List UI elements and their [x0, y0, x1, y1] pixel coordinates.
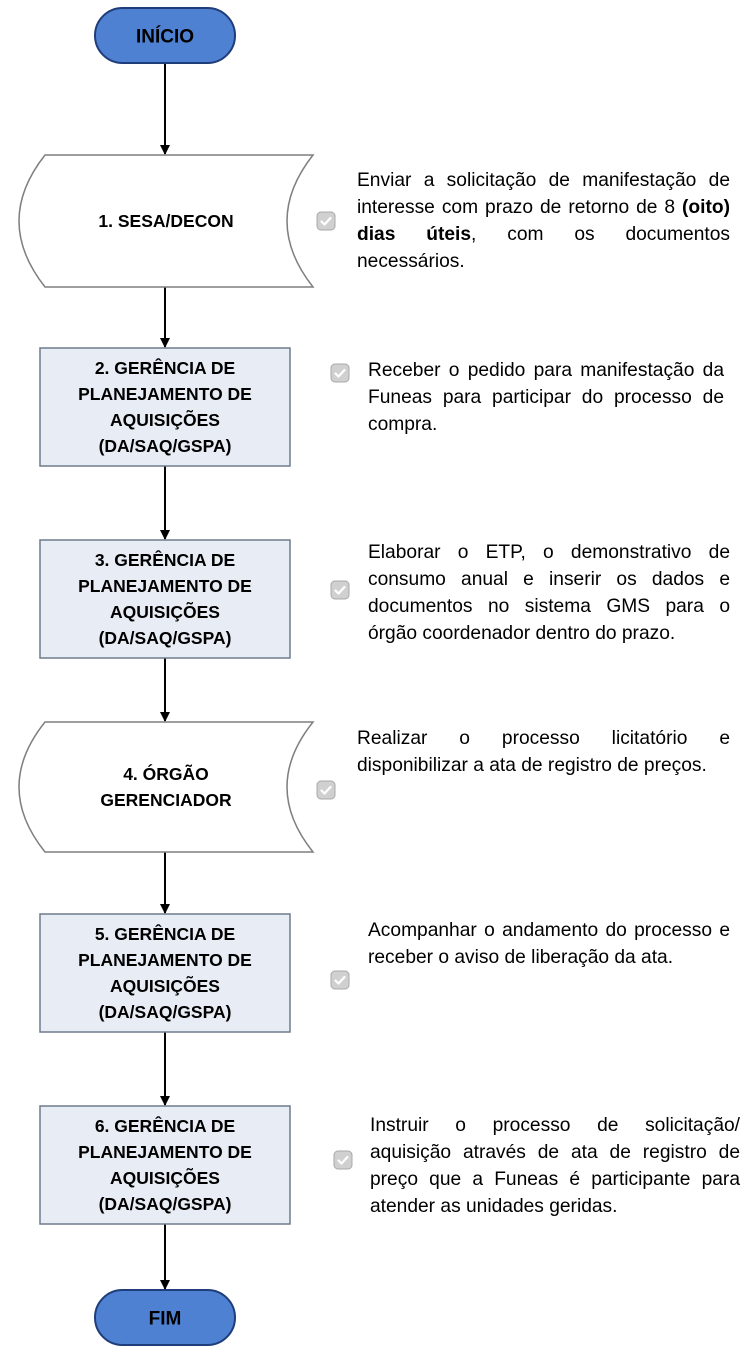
- checkbox-icon: [316, 780, 336, 800]
- step-label-line: PLANEJAMENTO DE: [78, 576, 252, 596]
- end-terminal-shape: [94, 1289, 236, 1346]
- step-3-label: 3. GERÊNCIA DE PLANEJAMENTO DE AQUISIÇÕES (…: [78, 549, 252, 648]
- step-label-line: (DA/SAQ/GSPA): [99, 1194, 232, 1214]
- checkbox-icon: [330, 970, 350, 990]
- step-label-line: 3. GERÊNCIA DE: [95, 549, 235, 570]
- step-2-description: Receber o pedido para manifestação da Fu…: [368, 360, 724, 435]
- step-2: 2. GERÊNCIA DE PLANEJAMENTO DE AQUISIÇÕES (…: [39, 347, 291, 467]
- step-3: 3. GERÊNCIA DE PLANEJAMENTO DE AQUISIÇÕES (…: [39, 539, 291, 659]
- start-terminal-shape: [94, 7, 236, 64]
- process-box: [39, 347, 291, 467]
- description-text: Enviar a solicitação de manifestação de …: [357, 170, 730, 218]
- step-label-line: (DA/SAQ/GSPA): [99, 628, 232, 648]
- process-box: [39, 539, 291, 659]
- step-5-description: Acompanhar o andamento do processo e rec…: [368, 920, 730, 968]
- end-terminal: FIM: [94, 1289, 236, 1346]
- step-label-line: (DA/SAQ/GSPA): [99, 436, 232, 456]
- step-label-line: PLANEJAMENTO DE: [78, 384, 252, 404]
- document-shape: [18, 154, 315, 288]
- start-terminal-label: INÍCIO: [136, 26, 194, 48]
- description-text: , com os documentos necessários.: [357, 224, 730, 272]
- description-emphasis: (oito) dias úteis: [357, 197, 730, 245]
- step-label-line: PLANEJAMENTO DE: [78, 1142, 252, 1162]
- step-1-description: Enviar a solicitação de manifestação de …: [357, 167, 730, 275]
- step-label-line: AQUISIÇÕES: [110, 409, 220, 430]
- step-5: 5. GERÊNCIA DE PLANEJAMENTO DE AQUISIÇÕES (…: [39, 913, 291, 1033]
- step-label-line: AQUISIÇÕES: [110, 601, 220, 622]
- step-1: 1. SESA/DECON: [18, 154, 315, 288]
- step-3-description: Elaborar o ETP, o demonstrativo de consu…: [368, 542, 730, 644]
- step-label-line: 1. SESA/DECON: [98, 211, 233, 231]
- step-label-line: 4. ÓRGÃO: [123, 763, 209, 784]
- process-box: [39, 1105, 291, 1225]
- checkbox-icon: [330, 363, 350, 383]
- start-terminal: INÍCIO: [94, 7, 236, 64]
- step-6: 6. GERÊNCIA DE PLANEJAMENTO DE AQUISIÇÕES (…: [39, 1105, 291, 1225]
- step-6-label: 6. GERÊNCIA DE PLANEJAMENTO DE AQUISIÇÕES (…: [78, 1115, 252, 1214]
- document-shape: [18, 721, 315, 853]
- step-label-line: AQUISIÇÕES: [110, 975, 220, 996]
- step-label-line: (DA/SAQ/GSPA): [99, 1002, 232, 1022]
- step-label-line: PLANEJAMENTO DE: [78, 950, 252, 970]
- step-2-label: 2. GERÊNCIA DE PLANEJAMENTO DE AQUISIÇÕES (…: [78, 357, 252, 456]
- checkbox-icon: [316, 211, 336, 231]
- step-6-description: Instruir o processo de solicitação/ aqui…: [370, 1115, 740, 1217]
- step-1-label: 1. SESA/DECON: [98, 211, 233, 231]
- step-5-label: 5. GERÊNCIA DE PLANEJAMENTO DE AQUISIÇÕES (…: [78, 923, 252, 1022]
- step-4: 4. ÓRGÃO GERENCIADOR: [18, 721, 315, 853]
- step-label-line: 2. GERÊNCIA DE: [95, 357, 235, 378]
- step-label-line: 5. GERÊNCIA DE: [95, 923, 235, 944]
- step-label-line: 6. GERÊNCIA DE: [95, 1115, 235, 1136]
- step-label-line: AQUISIÇÕES: [110, 1167, 220, 1188]
- step-label-line: GERENCIADOR: [100, 790, 232, 810]
- step-4-label: 4. ÓRGÃO GERENCIADOR: [100, 763, 232, 810]
- process-box: [39, 913, 291, 1033]
- checkbox-icon: [330, 580, 350, 600]
- checkbox-icon: [333, 1150, 353, 1170]
- end-terminal-label: FIM: [149, 1309, 182, 1330]
- step-4-description: Realizar o processo licitatório e dispon…: [357, 728, 730, 776]
